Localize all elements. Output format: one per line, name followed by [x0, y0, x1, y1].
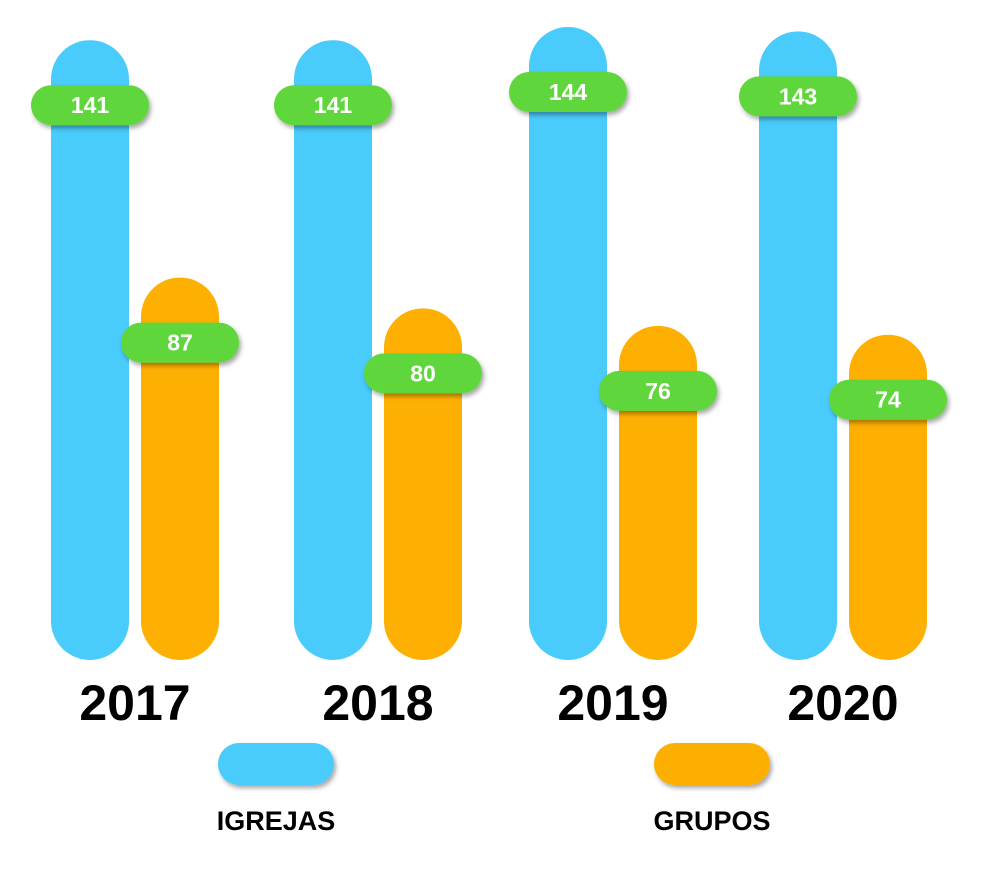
value-label-grupos-2020: 74	[875, 387, 901, 413]
value-label-grupos-2018: 80	[410, 360, 436, 386]
value-label-pill-grupos-2018	[364, 353, 482, 394]
value-label-pill-igrejas-2019	[509, 72, 627, 112]
bar-igrejas-2019	[529, 27, 607, 660]
value-label-igrejas-2020: 143	[779, 83, 817, 109]
bar-igrejas-2018	[294, 40, 372, 660]
legend-label-igrejas: IGREJAS	[217, 806, 336, 836]
value-label-pill-grupos-2020	[829, 379, 947, 420]
value-label-igrejas-2018: 141	[314, 92, 353, 118]
value-label-pill-grupos-2019	[599, 370, 717, 411]
legend-swatch-grupos	[654, 743, 770, 785]
legend: IGREJAS GRUPOS	[217, 743, 771, 836]
category-labels-layer: 2017 2018 2019 2020	[79, 675, 898, 731]
value-label-pill-igrejas-2017	[31, 85, 149, 126]
value-label-igrejas-2017: 141	[71, 92, 110, 118]
value-label-pill-igrejas-2020	[739, 76, 857, 117]
category-label-2020: 2020	[787, 675, 898, 731]
value-label-grupos-2019: 76	[645, 378, 671, 404]
legend-swatch-igrejas	[218, 743, 334, 785]
bar-igrejas-2020	[759, 31, 837, 661]
value-label-pill-igrejas-2018	[274, 85, 392, 126]
legend-label-grupos: GRUPOS	[653, 806, 770, 836]
category-label-2017: 2017	[79, 675, 190, 731]
value-label-pill-grupos-2017	[121, 322, 239, 363]
bar-grupos-2018	[384, 308, 462, 660]
value-label-igrejas-2019: 144	[549, 79, 588, 105]
bar-grupos-2017	[141, 277, 219, 660]
category-label-2019: 2019	[557, 675, 668, 731]
value-label-grupos-2017: 87	[167, 330, 193, 356]
category-label-2018: 2018	[322, 675, 433, 731]
bar-igrejas-2017	[51, 40, 129, 660]
value-labels-layer: 141 87 141 80 144 76 143 74	[31, 72, 947, 420]
